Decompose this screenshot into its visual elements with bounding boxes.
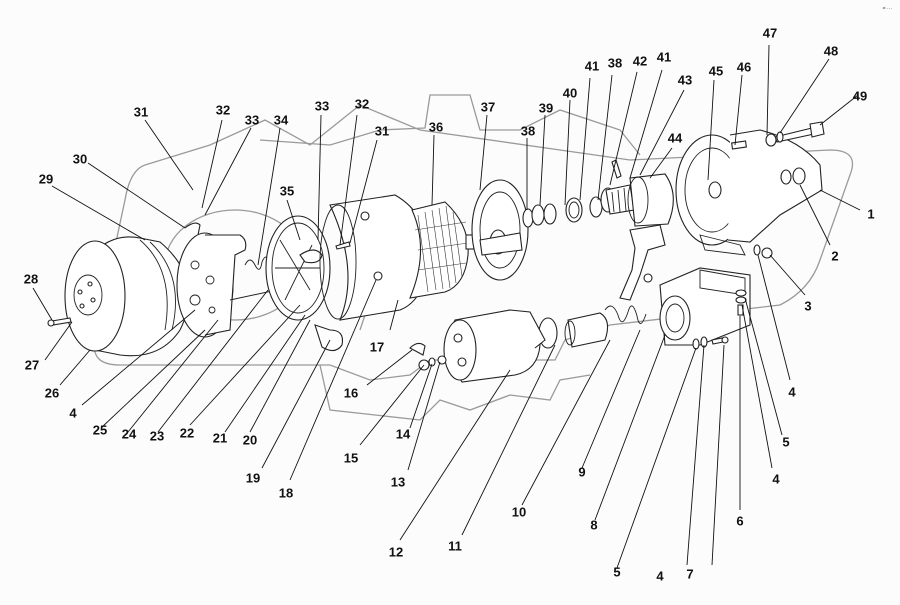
callout-8: 8: [590, 517, 598, 533]
callout-40: 40: [562, 85, 578, 101]
drive-end-housing: [675, 129, 823, 256]
callout-47: 47: [762, 25, 778, 41]
callout-31: 31: [374, 123, 390, 139]
callout-28: 28: [23, 271, 39, 287]
shift-lever: [619, 224, 666, 301]
callout-19: 19: [245, 470, 261, 486]
callout-42: 42: [632, 53, 648, 69]
callout-6: 6: [736, 513, 744, 529]
nut-washer: [753, 244, 773, 259]
callout-26: 26: [44, 385, 60, 401]
callout-21: 21: [212, 430, 228, 446]
callout-5: 5: [613, 564, 621, 580]
callout-38: 38: [607, 55, 623, 71]
callout-45: 45: [708, 63, 724, 79]
callout-14: 14: [395, 426, 411, 442]
callout-38: 38: [520, 123, 536, 139]
callout-39: 39: [538, 100, 554, 116]
callout-4: 4: [656, 568, 664, 584]
through-bolt: [765, 121, 825, 147]
callout-16: 16: [343, 385, 359, 401]
intermediate-bearing-plate: [471, 179, 529, 281]
callout-4: 4: [788, 384, 796, 400]
callout-31: 31: [133, 104, 149, 120]
field-yoke: [319, 194, 429, 321]
callout-20: 20: [242, 432, 258, 448]
callout-41: 41: [584, 58, 600, 74]
callout-32: 32: [215, 102, 231, 118]
callout-36: 36: [428, 119, 444, 135]
corner-mark: ᵃᵗ ···: [882, 6, 892, 12]
callout-11: 11: [448, 538, 462, 554]
callout-49: 49: [852, 88, 868, 104]
callout-12: 12: [388, 544, 404, 560]
callout-4: 4: [772, 471, 780, 487]
terminal-hardware: [409, 342, 447, 371]
callout-37: 37: [480, 99, 496, 115]
commutator-end-plate: [265, 215, 331, 321]
callout-18: 18: [278, 485, 294, 501]
callout-25: 25: [92, 422, 108, 438]
callout-5: 5: [782, 434, 790, 450]
callout-35: 35: [279, 183, 295, 199]
callout-7: 7: [686, 566, 694, 582]
callout-41: 41: [656, 49, 672, 65]
ring-set: [522, 196, 603, 228]
callout-29: 29: [38, 171, 54, 187]
callout-34: 34: [273, 112, 289, 128]
leader-lines: [32, 44, 861, 569]
callout-48: 48: [823, 43, 839, 59]
screw-28: [47, 317, 72, 327]
callout-17: 17: [369, 339, 385, 355]
callout-27: 27: [24, 357, 40, 373]
callout-1: 1: [867, 206, 875, 222]
callout-32: 32: [354, 96, 370, 112]
callout-24: 24: [121, 426, 137, 442]
callout-33: 33: [244, 112, 260, 128]
callout-2: 2: [831, 248, 839, 264]
rear-cover: [64, 236, 190, 357]
brush-holder: [176, 222, 247, 338]
callout-3: 3: [804, 298, 812, 314]
terminal-boot: [314, 324, 344, 352]
callout-30: 30: [72, 151, 88, 167]
callout-13: 13: [390, 474, 406, 490]
callout-46: 46: [736, 59, 752, 75]
callout-10: 10: [511, 504, 527, 520]
callout-23: 23: [149, 428, 165, 444]
pinion-clutch: [600, 159, 674, 227]
callout-44: 44: [667, 130, 683, 146]
callout-9: 9: [578, 464, 586, 480]
solenoid: [443, 309, 546, 383]
callout-43: 43: [677, 72, 693, 88]
callout-22: 22: [179, 425, 195, 441]
callout-4: 4: [69, 405, 77, 421]
callout-33: 33: [314, 98, 330, 114]
callout-15: 15: [343, 450, 359, 466]
solenoid-housing: [659, 267, 751, 350]
plunger-boot: [538, 305, 647, 349]
